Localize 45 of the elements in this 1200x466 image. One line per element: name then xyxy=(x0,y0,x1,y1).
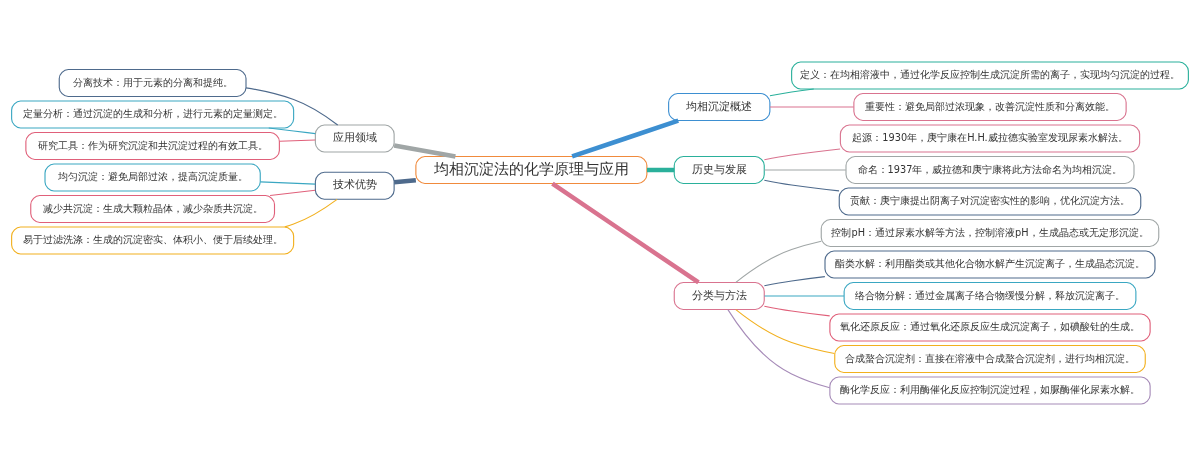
node-box: 氧化还原反应：通过氧化还原反应生成沉淀离子，如碘酸钍的生成。 xyxy=(829,313,1151,342)
connector xyxy=(735,309,836,355)
node-box: 历史与发展 xyxy=(673,155,765,185)
node-box: 酶化学反应：利用酶催化反应控制沉淀过程，如脲酶催化尿素水解。 xyxy=(829,376,1151,405)
connector xyxy=(245,87,339,126)
node-box: 均相沉淀法的化学原理与应用 xyxy=(415,155,648,185)
connector xyxy=(393,178,417,185)
node-box: 易于过滤洗涤：生成的沉淀密实、体积小、便于后续处理。 xyxy=(11,226,295,255)
node-box: 络合物分解：通过金属离子络合物缓慢分解，释放沉淀离子。 xyxy=(843,281,1137,311)
node-box: 命名：1937年，威拉德和庚宁康将此方法命名为均相沉淀。 xyxy=(845,155,1135,185)
node-box: 定义：在均相溶液中，通过化学反应控制生成沉淀所需的离子，实现均匀沉淀的过程。 xyxy=(791,61,1189,90)
node-box: 技术优势 xyxy=(314,171,395,200)
connector xyxy=(551,181,700,285)
connector xyxy=(763,148,841,161)
node-box: 减少共沉淀：生成大颗粒晶体，减少杂质共沉淀。 xyxy=(30,194,276,224)
connector xyxy=(763,169,847,171)
node-box: 应用领域 xyxy=(314,124,395,153)
connector xyxy=(763,295,845,297)
node-box: 研究工具：作为研究沉淀和共沉淀过程的有效工具。 xyxy=(25,131,280,161)
connector xyxy=(735,240,822,283)
node-box: 酯类水解：利用酯类或其他化合物水解产生沉淀离子，生成晶态沉淀。 xyxy=(824,250,1156,279)
connector xyxy=(259,181,316,185)
connector xyxy=(284,198,338,228)
connector xyxy=(646,167,675,173)
connector xyxy=(763,179,840,192)
connector xyxy=(571,118,679,159)
node-box: 分离技术：用于元素的分离和提纯。 xyxy=(58,68,247,98)
connector xyxy=(393,143,456,159)
node-box: 均相沉淀概述 xyxy=(668,92,771,122)
node-box: 控制pH：通过尿素水解等方法，控制溶液pH，生成晶态或无定形沉淀。 xyxy=(820,218,1160,248)
node-box: 定量分析：通过沉淀的生成和分析，进行元素的定量测定。 xyxy=(11,100,295,129)
node-box: 起源：1930年，庚宁康在H.H.威拉德实验室发现尿素水解法。 xyxy=(839,124,1141,153)
connector xyxy=(769,88,815,97)
node-box: 分类与方法 xyxy=(673,281,765,311)
node-box: 重要性：避免局部过浓现象，改善沉淀性质和分离效能。 xyxy=(853,92,1127,122)
connector xyxy=(763,276,826,287)
node-box: 均匀沉淀：避免局部过浓，提高沉淀质量。 xyxy=(44,163,261,192)
connector xyxy=(269,189,316,197)
connector xyxy=(279,139,316,142)
connector xyxy=(727,309,831,389)
connector xyxy=(769,106,855,108)
connector xyxy=(763,305,831,317)
connector xyxy=(268,127,316,135)
node-box: 合成螯合沉淀剂：直接在溶液中合成螯合沉淀剂，进行均相沉淀。 xyxy=(834,344,1146,374)
node-box: 贡献：庚宁康提出阴离子对沉淀密实性的影响，优化沉淀方法。 xyxy=(838,187,1142,216)
